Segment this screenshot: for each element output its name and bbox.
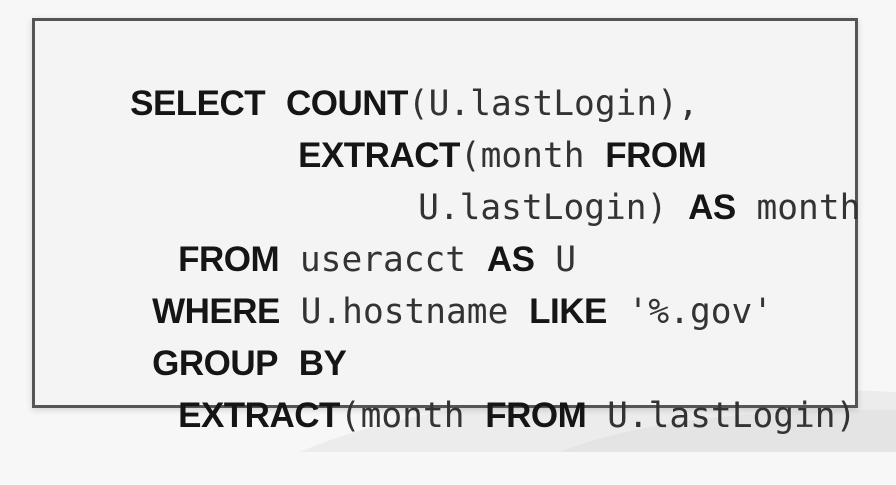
sql-keyword: BY	[298, 344, 347, 383]
sql-line-6: GROUP BY	[69, 295, 347, 383]
sql-keyword: SELECT	[130, 84, 266, 123]
sql-keyword: FROM	[485, 396, 587, 435]
sql-text: (month	[339, 396, 486, 436]
sql-line-4: FROM useracct AS U	[95, 191, 576, 280]
sql-text: month	[735, 188, 861, 228]
sql-keyword: EXTRACT	[298, 136, 460, 175]
sql-text: U.lastLogin)	[586, 396, 857, 436]
sql-keyword: AS	[688, 188, 736, 227]
sql-keyword: GROUP	[152, 344, 278, 383]
sql-line-1: SELECT COUNT(U.lastLogin),	[47, 35, 699, 124]
sql-keyword: FROM	[605, 136, 707, 175]
sql-code-box: SELECT COUNT(U.lastLogin), EXTRACT(month…	[32, 18, 860, 436]
sql-keyword: EXTRACT	[178, 396, 340, 435]
sql-text: U.hostname	[279, 292, 530, 332]
sql-text: (month	[459, 136, 606, 176]
sql-keyword: COUNT	[285, 84, 408, 123]
sql-line-7: EXTRACT(month FROM U.lastLogin)	[95, 347, 856, 436]
sql-line-5: WHERE U.hostname LIKE '%.gov'	[69, 243, 773, 332]
sql-keyword: AS	[486, 240, 535, 279]
sql-text: U	[534, 240, 577, 280]
sql-keyword: WHERE	[152, 292, 280, 331]
sql-text: useracct	[279, 240, 487, 280]
sql-line-2: EXTRACT(month FROM	[215, 87, 707, 176]
sql-text: '%.gov'	[606, 292, 774, 332]
sql-keyword: FROM	[178, 240, 280, 279]
sql-keyword: LIKE	[529, 292, 607, 331]
sql-line-3: U.lastLogin) AS month	[335, 139, 860, 228]
sql-text: (U.lastLogin),	[407, 84, 699, 124]
sql-text: U.lastLogin)	[418, 188, 689, 228]
